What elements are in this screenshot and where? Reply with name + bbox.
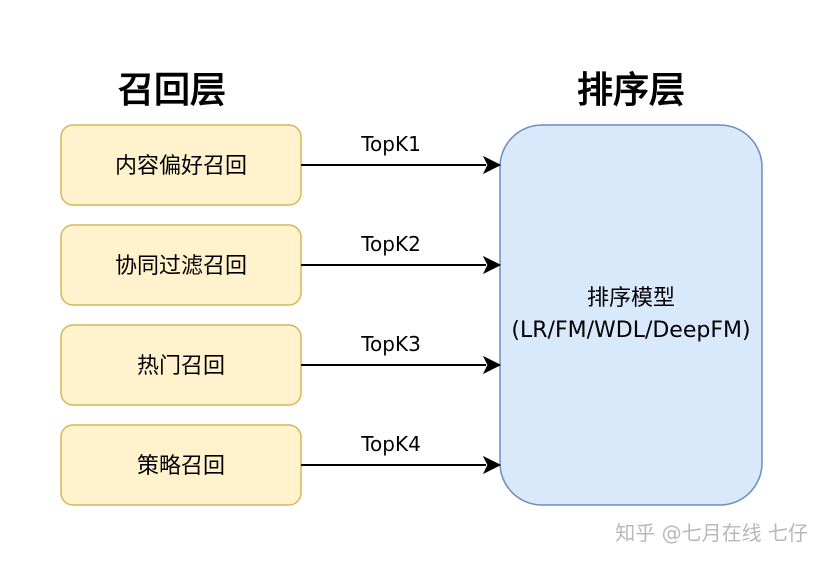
recall-node-label: 热门召回 xyxy=(137,354,225,379)
edge-label: TopK4 xyxy=(360,432,421,456)
recall-node-content-preference: 内容偏好召回 xyxy=(60,124,302,206)
watermark-text: 知乎 @七月在线 七仔 xyxy=(615,521,808,545)
arrow-head-icon xyxy=(482,155,502,175)
ranking-model-title: 排序模型 xyxy=(587,286,675,311)
edge-label: TopK2 xyxy=(360,232,421,256)
arrow-head-icon xyxy=(482,255,502,275)
recall-node-strategy: 策略召回 xyxy=(60,424,302,506)
arrow-head-icon xyxy=(482,355,502,375)
edge-topk4: TopK4 xyxy=(301,432,502,475)
recall-node-collaborative-filtering: 协同过滤召回 xyxy=(60,224,302,306)
ranking-model-node: 排序模型 (LR/FM/WDL/DeepFM) xyxy=(499,124,763,506)
edge-topk1: TopK1 xyxy=(301,132,502,175)
recall-node-popular: 热门召回 xyxy=(60,324,302,406)
edge-label: TopK1 xyxy=(360,132,421,156)
recall-node-label: 协同过滤召回 xyxy=(115,254,247,279)
ranking-model-box xyxy=(499,124,763,506)
edge-label: TopK3 xyxy=(360,332,421,356)
ranking-model-variants: (LR/FM/WDL/DeepFM) xyxy=(511,318,750,343)
recall-node-label: 策略召回 xyxy=(137,454,225,479)
recall-node-label: 内容偏好召回 xyxy=(115,154,247,179)
recall-layer-heading: 召回层 xyxy=(118,70,226,111)
edge-topk2: TopK2 xyxy=(301,232,502,275)
arrow-head-icon xyxy=(482,455,502,475)
edge-topk3: TopK3 xyxy=(301,332,502,375)
ranking-layer-heading: 排序层 xyxy=(577,70,685,111)
